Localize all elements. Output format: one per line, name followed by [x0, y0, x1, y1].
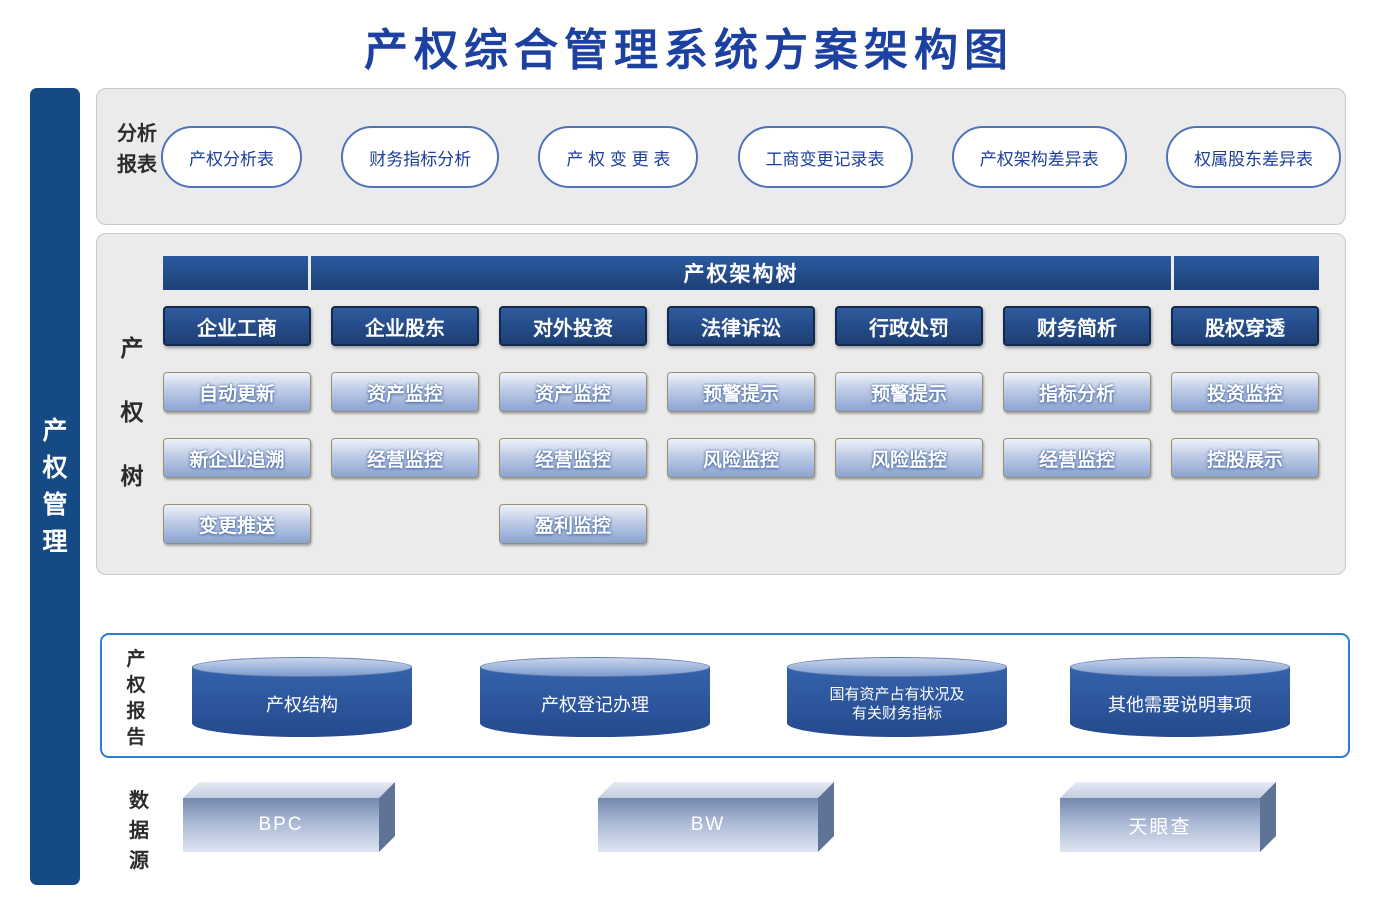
cylinder-body: 国有资产占有状况及 有关财务指标 — [787, 667, 1007, 737]
property-tree-label: 产权树 — [120, 335, 144, 489]
tree-cell: 新企业追溯 — [163, 438, 311, 478]
tree-head-cell: 行政处罚 — [835, 306, 983, 346]
left-rail-property-management: 产权管理 — [30, 88, 80, 885]
analysis-report-pill-row: 产权分析表 财务指标分析 产 权 变 更 表 工商变更记录表 产权架构差异表 权… — [161, 126, 1341, 188]
report-pill-financial-indicator-analysis: 财务指标分析 — [341, 126, 500, 188]
tree-cell: 预警提示 — [667, 372, 815, 412]
box-top-face — [183, 782, 395, 798]
tree-header-bar: 产权架构树 — [163, 256, 1319, 290]
report-pill-structure-difference: 产权架构差异表 — [951, 126, 1127, 188]
datasource-box-bpc: BPC — [183, 782, 395, 852]
datasource-box-tianyancha: 天眼查 — [1060, 782, 1276, 852]
header-divider — [1171, 256, 1174, 290]
report-cylinder-property-structure: 产权结构 — [192, 657, 412, 737]
tree-head-cell: 股权穿透 — [1171, 306, 1319, 346]
box-front-face: 天眼查 — [1060, 798, 1260, 852]
cylinder-body: 产权登记办理 — [480, 667, 710, 737]
tree-cell: 盈利监控 — [499, 504, 647, 544]
cylinder-body: 其他需要说明事项 — [1070, 667, 1290, 737]
tree-cell: 资产监控 — [331, 372, 479, 412]
left-rail-label: 产权管理 — [42, 416, 68, 556]
tree-head-cell: 法律诉讼 — [667, 306, 815, 346]
cylinder-top — [787, 657, 1007, 677]
cylinder-top — [1070, 657, 1290, 677]
tree-header-title: 产权架构树 — [683, 263, 799, 286]
tree-head-cell: 企业工商 — [163, 306, 311, 346]
tree-cell: 自动更新 — [163, 372, 311, 412]
property-report-label: 产权报告 — [126, 649, 146, 748]
tree-cell: 资产监控 — [499, 372, 647, 412]
header-divider — [308, 256, 311, 290]
tree-cell: 经营监控 — [331, 438, 479, 478]
tree-head-cell: 对外投资 — [499, 306, 647, 346]
tree-head-cell: 企业股东 — [331, 306, 479, 346]
report-cylinder-registration: 产权登记办理 — [480, 657, 710, 737]
box-top-face — [598, 782, 834, 798]
report-pill-shareholder-difference: 权属股东差异表 — [1166, 126, 1341, 188]
cylinder-label: 产权登记办理 — [541, 694, 649, 715]
property-report-panel: 产权报告 产权结构 产权登记办理 国有资产占有状况及 有关财务指标 其他需要说明… — [100, 633, 1350, 758]
cylinder-body: 产权结构 — [192, 667, 412, 737]
tree-cell: 投资监控 — [1171, 372, 1319, 412]
analysis-reports-panel: 分析报表 产权分析表 财务指标分析 产 权 变 更 表 工商变更记录表 产权架构… — [96, 88, 1346, 225]
property-tree-panel: 产权树 产权架构树 企业工商 企业股东 对外投资 法律诉讼 行政处罚 财务简析 … — [96, 233, 1346, 575]
cylinder-label: 国有资产占有状况及 有关财务指标 — [829, 686, 965, 722]
datasource-box-bw: BW — [598, 782, 834, 852]
tree-cell: 经营监控 — [499, 438, 647, 478]
tree-cell: 控股展示 — [1171, 438, 1319, 478]
data-source-label: 数据源 — [129, 790, 149, 872]
report-pill-business-change-record: 工商变更记录表 — [737, 126, 913, 188]
tree-cell: 预警提示 — [835, 372, 983, 412]
tree-cell: 经营监控 — [1003, 438, 1151, 478]
report-cylinder-other-notes: 其他需要说明事项 — [1070, 657, 1290, 737]
tree-cell: 指标分析 — [1003, 372, 1151, 412]
analysis-reports-label: 分析报表 — [117, 123, 157, 176]
tree-head-cell: 财务简析 — [1003, 306, 1151, 346]
box-front-face: BW — [598, 798, 818, 852]
cylinder-label: 其他需要说明事项 — [1108, 694, 1252, 715]
report-pill-property-change: 产 权 变 更 表 — [538, 126, 699, 188]
box-top-face — [1060, 782, 1276, 798]
tree-cell: 风险监控 — [835, 438, 983, 478]
cylinder-label: 产权结构 — [266, 694, 338, 715]
page-title: 产权综合管理系统方案架构图 — [364, 26, 1014, 75]
tree-cell: 风险监控 — [667, 438, 815, 478]
report-pill-property-analysis: 产权分析表 — [161, 126, 302, 188]
tree-cell: 变更推送 — [163, 504, 311, 544]
cylinder-top — [192, 657, 412, 677]
report-cylinder-state-assets: 国有资产占有状况及 有关财务指标 — [787, 657, 1007, 737]
box-front-face: BPC — [183, 798, 379, 852]
tree-grid: 企业工商 企业股东 对外投资 法律诉讼 行政处罚 财务简析 股权穿透 自动更新 … — [163, 306, 1319, 544]
cylinder-top — [480, 657, 710, 677]
